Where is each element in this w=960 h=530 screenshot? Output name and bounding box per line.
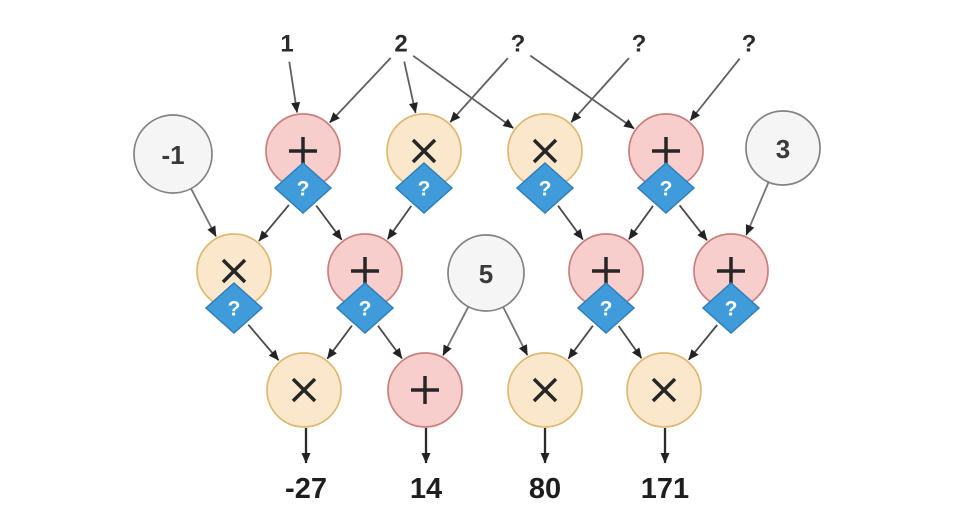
output-value-out3: 80 xyxy=(529,473,561,505)
unknown-diamond-op14: ? xyxy=(636,161,696,215)
edge-inq3-op14 xyxy=(689,58,741,122)
edge-op23-op33 xyxy=(567,325,594,360)
diamond-shape xyxy=(701,281,761,335)
unknown-diamond-op11: ? xyxy=(273,161,333,215)
edge-in2-op13 xyxy=(412,55,514,129)
plus-operator-icon xyxy=(351,257,379,285)
diamond-shape xyxy=(335,281,395,335)
source-circle xyxy=(745,110,821,186)
edge-in2-op11 xyxy=(329,57,392,124)
edge-three-op24 xyxy=(745,181,770,236)
times-operator-icon xyxy=(411,138,437,164)
output-value-out4: 171 xyxy=(641,473,689,505)
edge-inq2-op13 xyxy=(570,57,630,123)
plus-operator-icon xyxy=(289,137,317,165)
edges-layer xyxy=(190,54,770,464)
times-operator-icon xyxy=(291,377,317,403)
edge-op13-op23 xyxy=(557,205,584,241)
unknown-diamond-op21: ? xyxy=(204,281,264,335)
diamonds-layer: ???????? xyxy=(204,161,761,335)
plus-operator-icon xyxy=(652,137,680,165)
node-op23-plus xyxy=(568,233,644,309)
source-node-neg1: -1 xyxy=(133,114,213,194)
times-operator-icon xyxy=(532,138,558,164)
input-label-inq2: ? xyxy=(632,31,647,58)
edge-op11-op21 xyxy=(258,204,290,242)
unknown-diamond-op12: ? xyxy=(394,161,454,215)
output-value-out1: -27 xyxy=(285,473,327,505)
question-mark-label: ? xyxy=(539,178,552,201)
diamond-shape xyxy=(515,161,575,215)
source-value: 3 xyxy=(776,134,790,164)
unknown-diamond-op23: ? xyxy=(576,281,636,335)
diamond-shape xyxy=(576,281,636,335)
edge-neg1-op21 xyxy=(190,188,217,237)
diamond-shape xyxy=(394,161,454,215)
source-value: -1 xyxy=(161,140,184,170)
edge-five-op32 xyxy=(442,306,470,356)
source-node-five: 5 xyxy=(447,234,525,312)
edge-inq1-op12 xyxy=(449,57,509,123)
nodes-layer: -1 3 5 xyxy=(133,110,821,428)
node-op21-times xyxy=(196,233,272,309)
question-mark-label: ? xyxy=(660,178,673,201)
diamond-shape xyxy=(273,161,333,215)
input-label-inq3: ? xyxy=(742,31,757,58)
source-circle xyxy=(447,234,525,312)
question-mark-label: ? xyxy=(725,298,738,321)
edge-op12-op22 xyxy=(386,205,413,240)
edge-op23-op34 xyxy=(617,325,643,359)
node-op32-plus xyxy=(387,352,463,428)
source-node-three: 3 xyxy=(745,110,821,186)
edge-inq1-op14 xyxy=(529,54,635,130)
input-label-in2: 2 xyxy=(394,31,407,58)
edge-op11-op22 xyxy=(315,205,343,241)
unknown-diamond-op22: ? xyxy=(335,281,395,335)
question-mark-label: ? xyxy=(359,298,372,321)
input-label-inq1: ? xyxy=(511,31,526,58)
edge-op22-op32 xyxy=(377,325,403,360)
times-operator-icon xyxy=(651,377,677,403)
node-op33-times xyxy=(507,352,583,428)
labels-layer: 1 2??? -27 14 80 171 xyxy=(280,31,756,506)
diamond-shape xyxy=(636,161,696,215)
question-mark-label: ? xyxy=(297,178,310,201)
times-operator-icon xyxy=(221,258,247,284)
edge-op22-op31 xyxy=(326,325,353,360)
node-op12-times xyxy=(386,113,462,189)
edge-in1-op11 xyxy=(288,61,301,113)
unknown-diamond-op24: ? xyxy=(701,281,761,335)
edge-in2-op12 xyxy=(403,61,418,114)
source-circle xyxy=(133,114,213,194)
edge-op21-op31 xyxy=(247,324,280,361)
question-mark-label: ? xyxy=(418,178,431,201)
plus-operator-icon xyxy=(592,257,620,285)
source-value: 5 xyxy=(479,259,493,289)
node-op31-times xyxy=(266,352,342,428)
unknown-diamond-op13: ? xyxy=(515,161,575,215)
edge-five-op33 xyxy=(502,306,529,356)
diamond-shape xyxy=(204,281,264,335)
node-op11-plus xyxy=(265,113,341,189)
edge-op14-op23 xyxy=(628,205,654,240)
question-mark-label: ? xyxy=(228,298,241,321)
output-value-out2: 14 xyxy=(410,473,442,505)
edge-op14-op24 xyxy=(678,204,708,241)
edge-op24-op34 xyxy=(688,324,718,361)
input-label-in1: 1 xyxy=(280,31,293,58)
question-mark-label: ? xyxy=(600,298,613,321)
times-operator-icon xyxy=(532,377,558,403)
node-op34-times xyxy=(626,352,702,428)
plus-operator-icon xyxy=(717,257,745,285)
plus-operator-icon xyxy=(411,376,439,404)
